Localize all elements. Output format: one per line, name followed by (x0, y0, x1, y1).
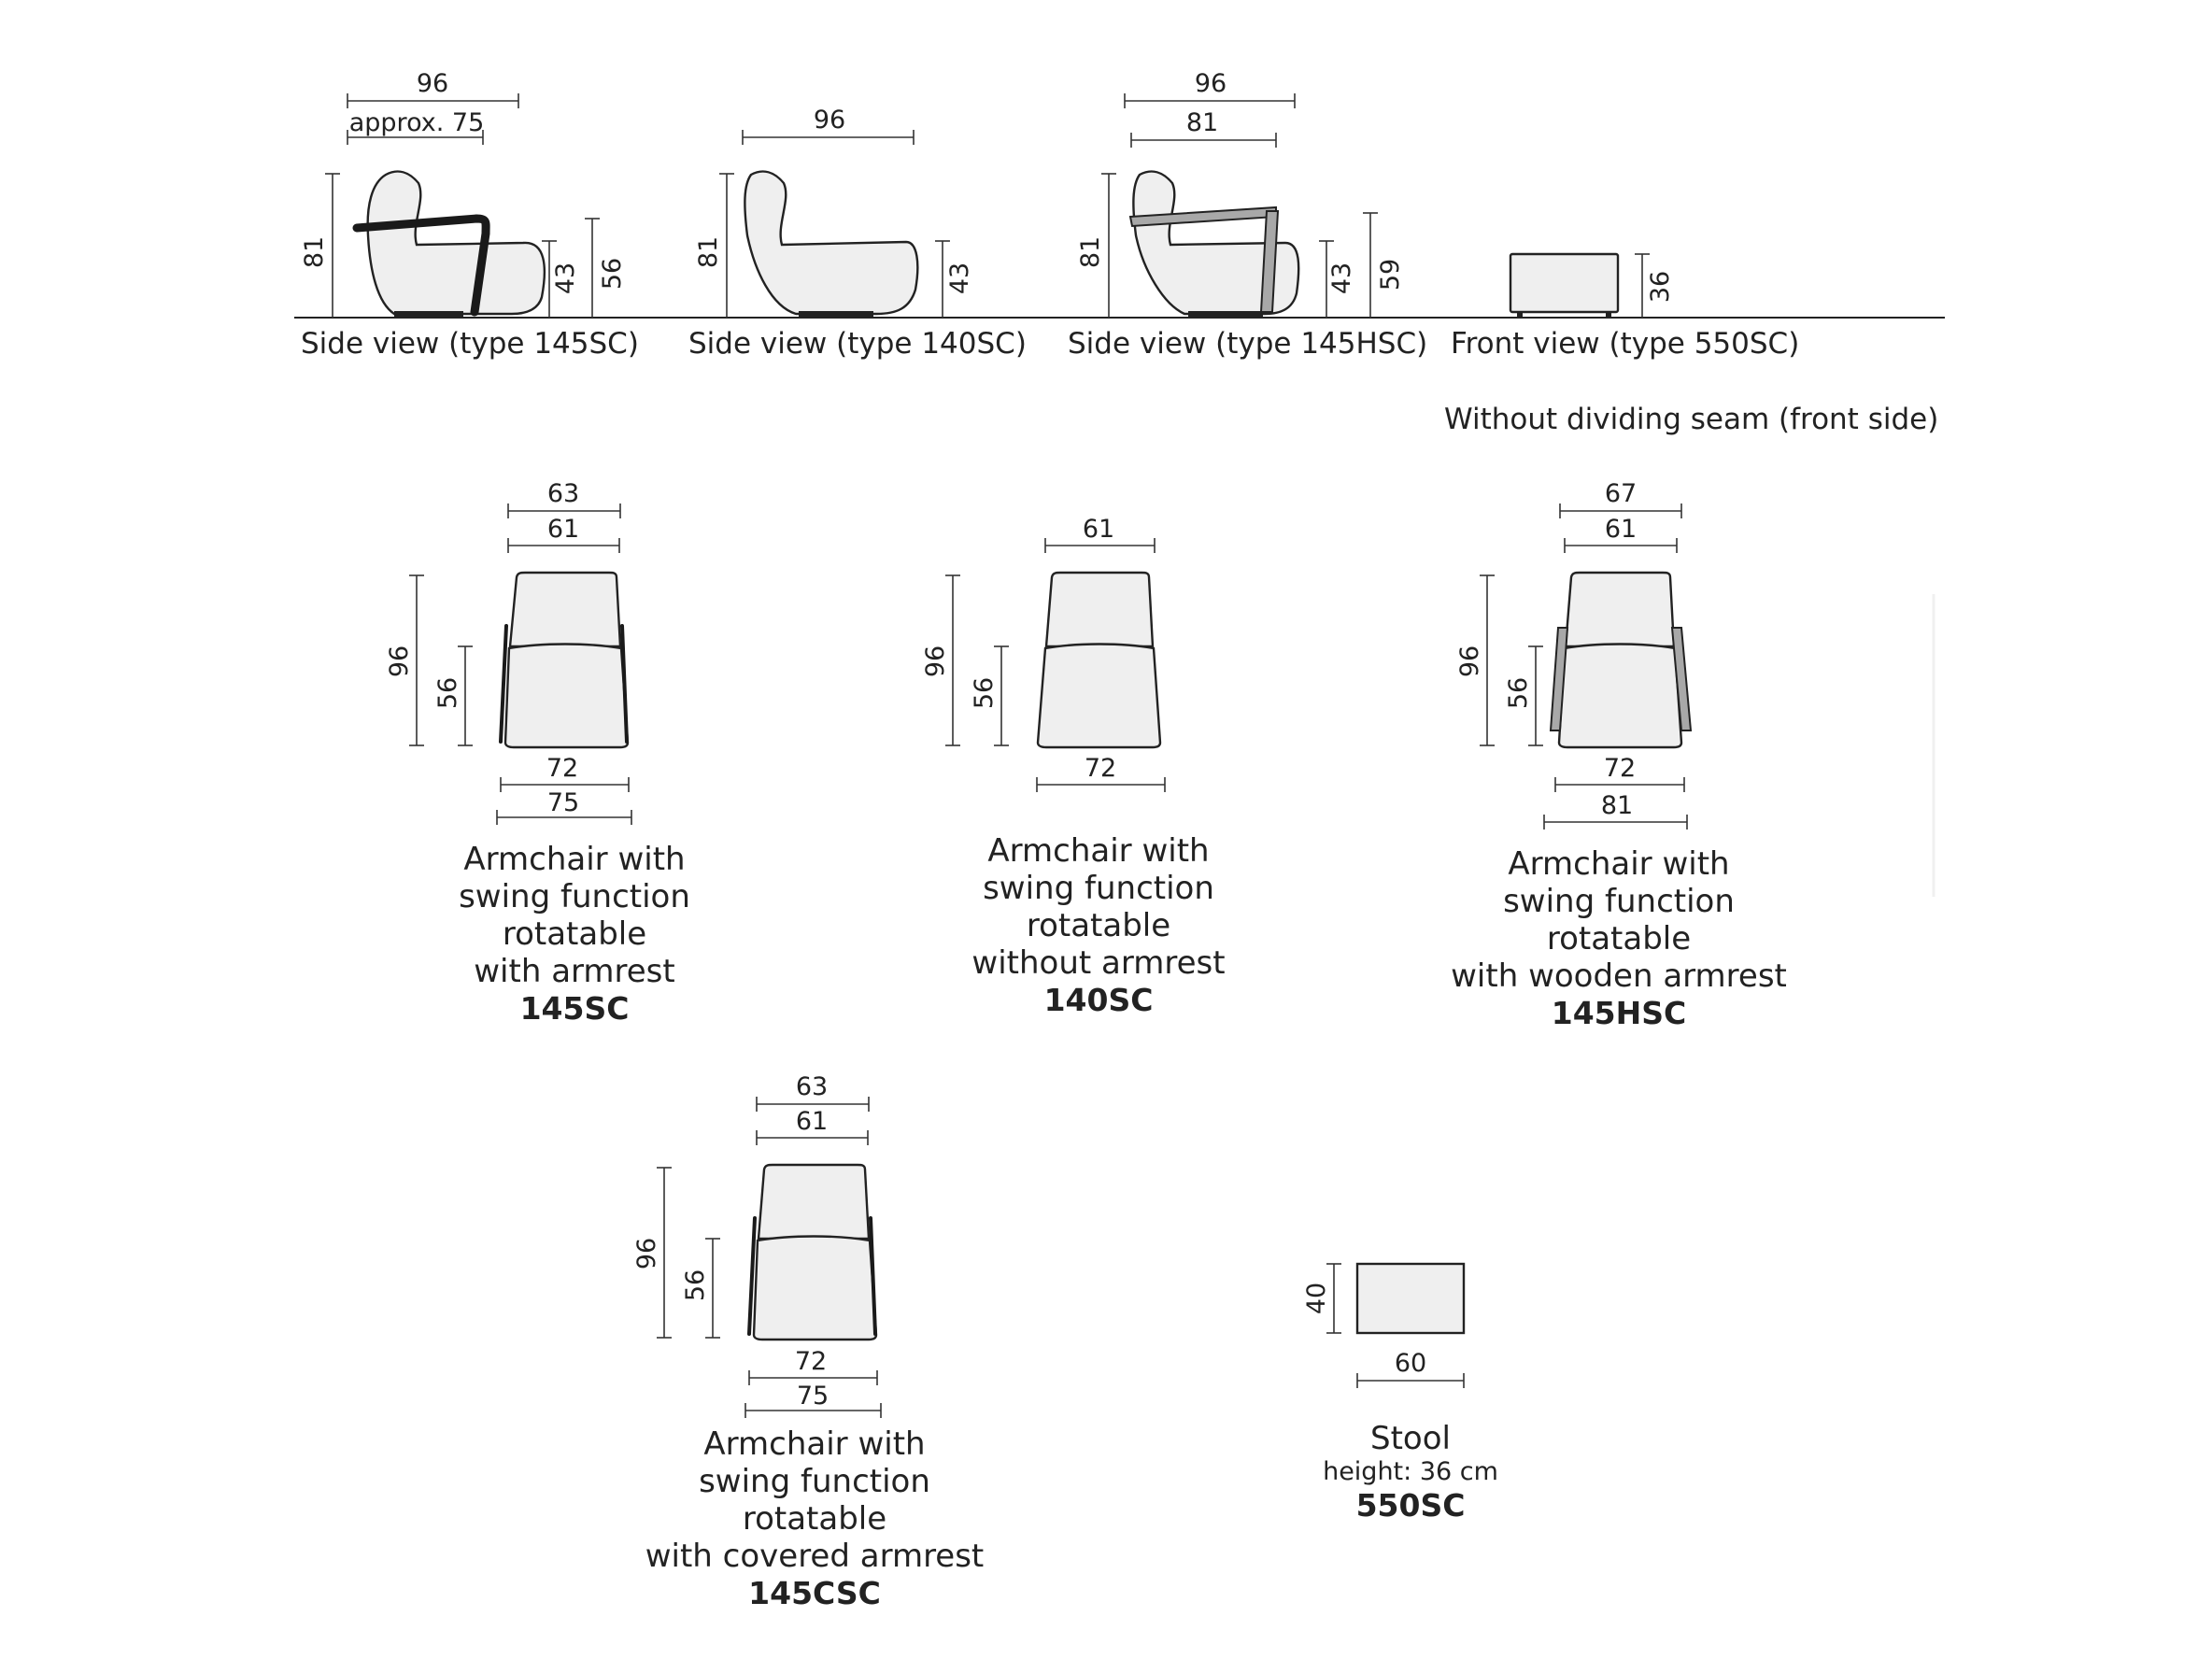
dim-depth: 96 (921, 645, 950, 677)
dim-bottom-outer: 75 (797, 1382, 829, 1411)
dim-depth: 96 (1195, 69, 1227, 98)
side-view-140sc: 96 81 43 Side view (type 140SC) (688, 106, 1027, 361)
dim-stool-width: 60 (1395, 1349, 1426, 1378)
top-view-145csc: 63 61 96 56 72 75 Armchair with swing fu… (632, 1072, 984, 1611)
dim-top-inner: 61 (796, 1107, 828, 1136)
model-code: 145CSC (748, 1575, 881, 1611)
dim-seat-depth: 56 (681, 1269, 710, 1301)
front-view-note: Without dividing seam (front side) (1444, 403, 1938, 436)
dim-depth: 96 (417, 69, 448, 98)
dim-arm-height: 56 (598, 258, 627, 290)
top-view-stool: 40 60 Stool height: 36 cm 550SC (1302, 1262, 1498, 1524)
side-view-145hsc: 96 81 81 43 59 Side view (type 145HSC) (1068, 69, 1427, 361)
side-view-label: Side view (type 140SC) (688, 327, 1027, 361)
dim-depth: 96 (814, 106, 845, 135)
model-code: 140SC (1044, 982, 1154, 1018)
side-view-label: Side view (type 145SC) (301, 327, 639, 361)
caption-line: swing function (459, 878, 690, 915)
dim-depth: 96 (1455, 645, 1484, 677)
dim-seat-depth: 56 (433, 677, 462, 709)
dim-height: 36 (1646, 271, 1675, 303)
dim-top-inner: 61 (1605, 515, 1637, 544)
caption-line: rotatable (1027, 907, 1170, 944)
caption-line: Armchair with (1508, 845, 1729, 883)
dim-bottom-inner: 72 (1604, 754, 1636, 783)
model-code: 145HSC (1552, 995, 1687, 1031)
top-view-145hsc: 67 61 96 56 72 81 Armchair with swing fu… (1451, 479, 1787, 1031)
dim-seat-height: 43 (945, 262, 974, 294)
dim-bottom-outer: 81 (1601, 791, 1633, 820)
model-code: 145SC (520, 990, 630, 1027)
dim-bottom-outer: 75 (547, 788, 579, 817)
dim-seat-height: 43 (1327, 262, 1356, 294)
stool-caption: Stool (1370, 1420, 1451, 1457)
caption-line: swing function (699, 1463, 930, 1500)
caption-line: rotatable (743, 1500, 886, 1538)
caption-line: rotatable (503, 915, 646, 953)
front-view-550sc: 36 Front view (type 550SC) Without divid… (1444, 252, 1938, 436)
caption-line: Armchair with (703, 1425, 925, 1463)
caption-line: with wooden armrest (1451, 957, 1787, 995)
dim-height: 81 (694, 236, 723, 268)
caption-line: Armchair with (463, 841, 685, 878)
model-code: 550SC (1356, 1487, 1466, 1524)
dim-top-inner: 61 (547, 515, 579, 544)
dim-top-inner: 61 (1083, 515, 1114, 544)
top-view-145sc: 63 61 96 56 72 75 Armchair with swing fu… (385, 479, 690, 1027)
dim-stool-depth: 40 (1302, 1283, 1331, 1314)
dim-seat-depth: 56 (1504, 677, 1533, 709)
dim-top-outer: 67 (1605, 479, 1637, 508)
caption-line: with armrest (474, 953, 674, 990)
caption-line: swing function (1503, 883, 1735, 920)
dim-seat-height: 43 (551, 262, 580, 294)
caption-line: swing function (983, 870, 1214, 907)
dim-seat-depth: approx. 75 (349, 108, 485, 137)
front-view-label: Front view (type 550SC) (1451, 327, 1799, 361)
side-view-145sc: 96 approx. 75 81 43 56 Side view (type 1… (300, 69, 639, 361)
dim-top-outer: 63 (796, 1072, 828, 1101)
caption-line: Armchair with (987, 832, 1209, 870)
dim-arm-height: 59 (1376, 259, 1405, 291)
dim-depth: 96 (632, 1238, 661, 1269)
dim-bottom-inner: 72 (1085, 754, 1116, 783)
dim-height: 81 (1076, 236, 1105, 268)
stool-subcaption: height: 36 cm (1323, 1457, 1498, 1486)
dim-top-outer: 63 (547, 479, 579, 508)
dim-seat-depth: 56 (970, 677, 999, 709)
caption-line: without armrest (971, 944, 1225, 982)
caption-line: rotatable (1547, 920, 1691, 957)
dim-height: 81 (300, 236, 329, 268)
caption-line: with covered armrest (645, 1538, 985, 1575)
top-view-140sc: 61 96 56 72 Armchair with swing function… (921, 515, 1226, 1018)
dim-bottom-inner: 72 (795, 1347, 827, 1376)
dim-depth: 96 (385, 645, 414, 677)
dim-bottom-inner: 72 (546, 754, 578, 783)
dim-seat-depth: 81 (1186, 108, 1218, 137)
side-view-label: Side view (type 145HSC) (1068, 327, 1427, 361)
